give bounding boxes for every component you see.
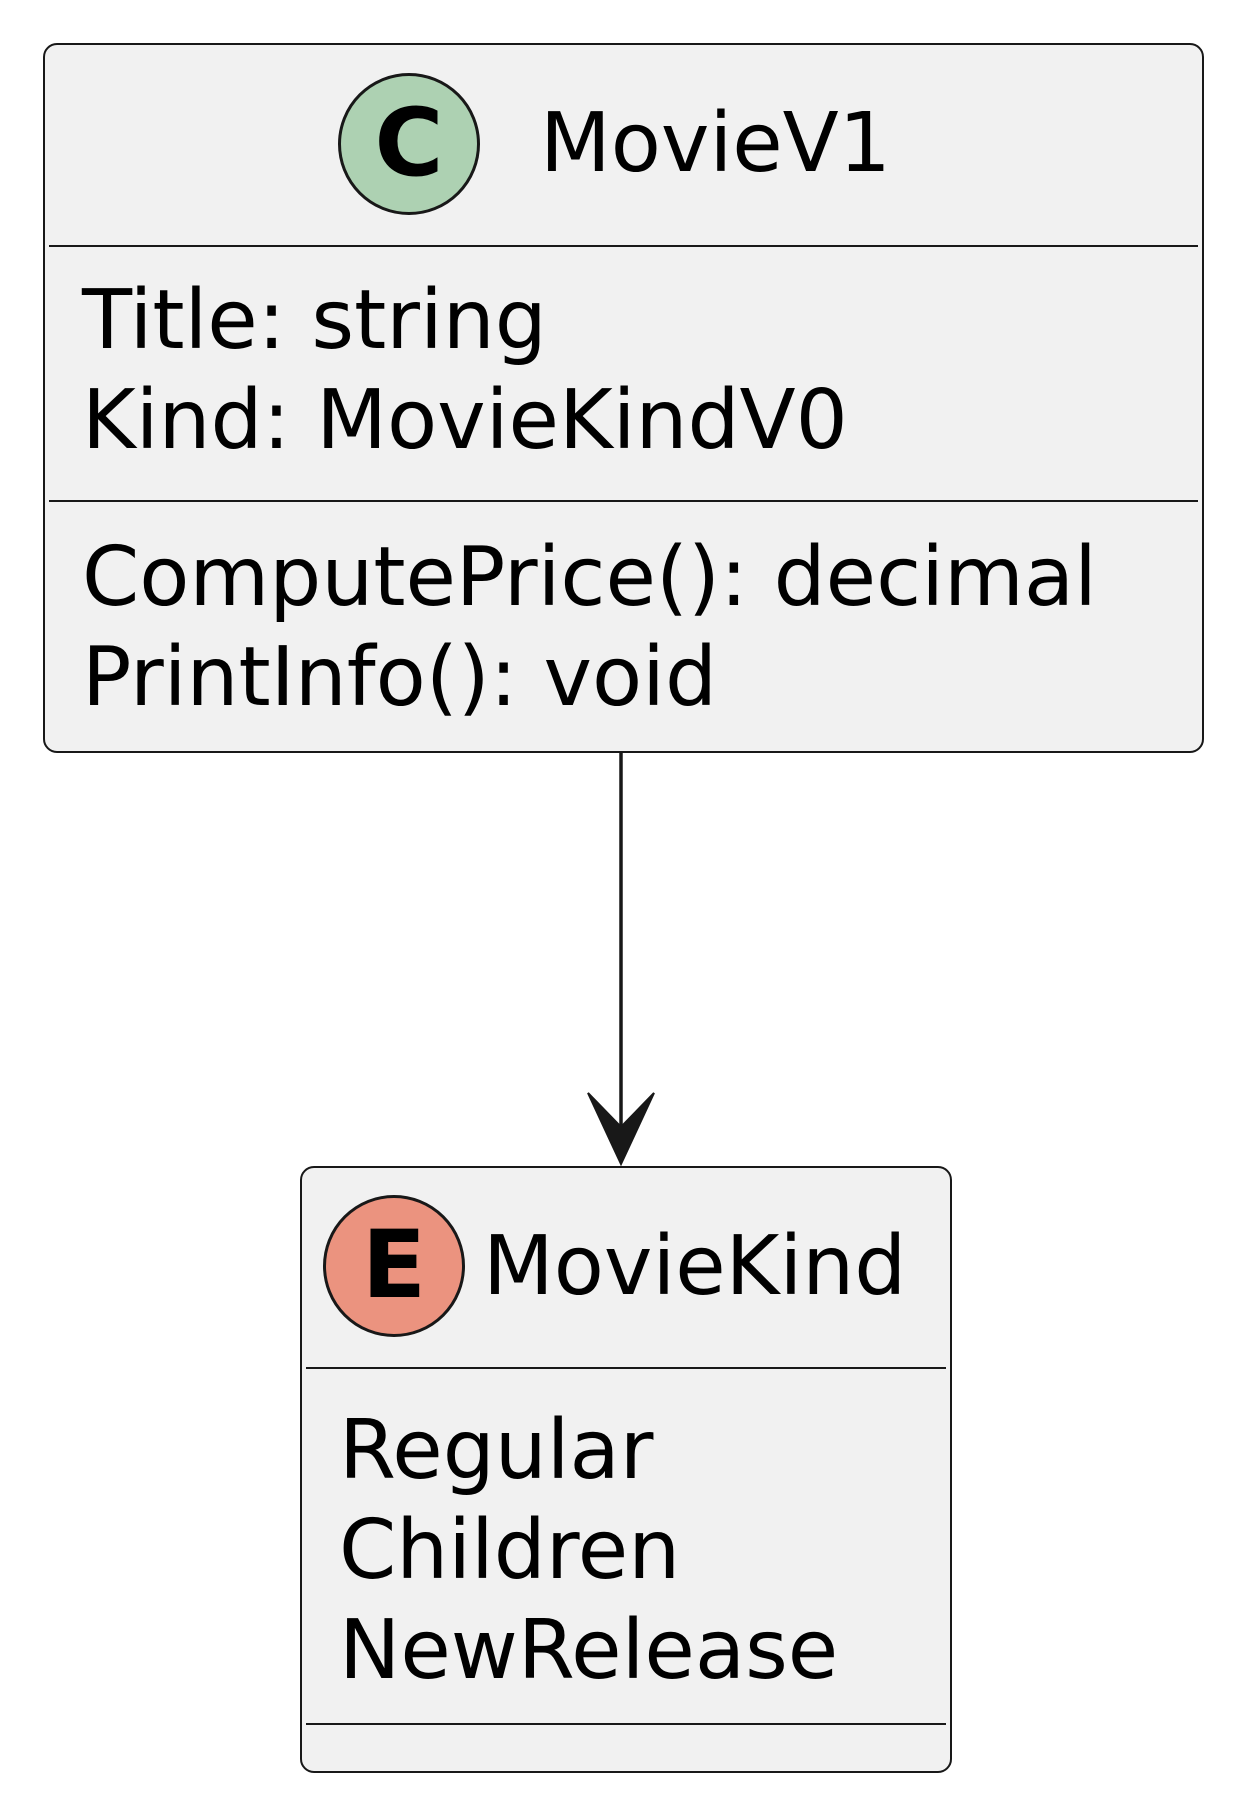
enum-header-divider [306,1367,946,1369]
enum-values-section: Regular Children NewRelease [302,1369,950,1723]
class-methods-section: ComputePrice(): decimal PrintInfo(): voi… [45,502,1202,728]
enum-movie-kind[interactable]: E MovieKind Regular Children NewRelease [300,1166,952,1773]
enum-methods-divider [306,1723,946,1725]
class-field: Kind: MovieKindV0 [82,373,848,468]
class-method: ComputePrice(): decimal [82,530,1097,625]
class-name: MovieV1 [540,96,891,191]
enum-header: E MovieKind [302,1168,950,1367]
enum-value: Regular [339,1403,654,1498]
class-field: Title: string [82,273,547,368]
enum-name: MovieKind [483,1219,907,1314]
class-fields-divider [49,500,1198,502]
class-fields-section: Title: string Kind: MovieKindV0 [45,247,1202,500]
enum-value: Children [339,1503,681,1598]
class-stereotype-icon: C [338,73,480,215]
enum-stereotype-icon: E [323,1195,465,1337]
enum-value: NewRelease [339,1603,839,1698]
class-header: C MovieV1 [45,45,1202,245]
association-arrowhead [587,1092,655,1167]
class-method: PrintInfo(): void [82,630,718,725]
class-header-divider [49,245,1198,247]
class-movie-v1[interactable]: C MovieV1 Title: string Kind: MovieKindV… [43,43,1204,753]
